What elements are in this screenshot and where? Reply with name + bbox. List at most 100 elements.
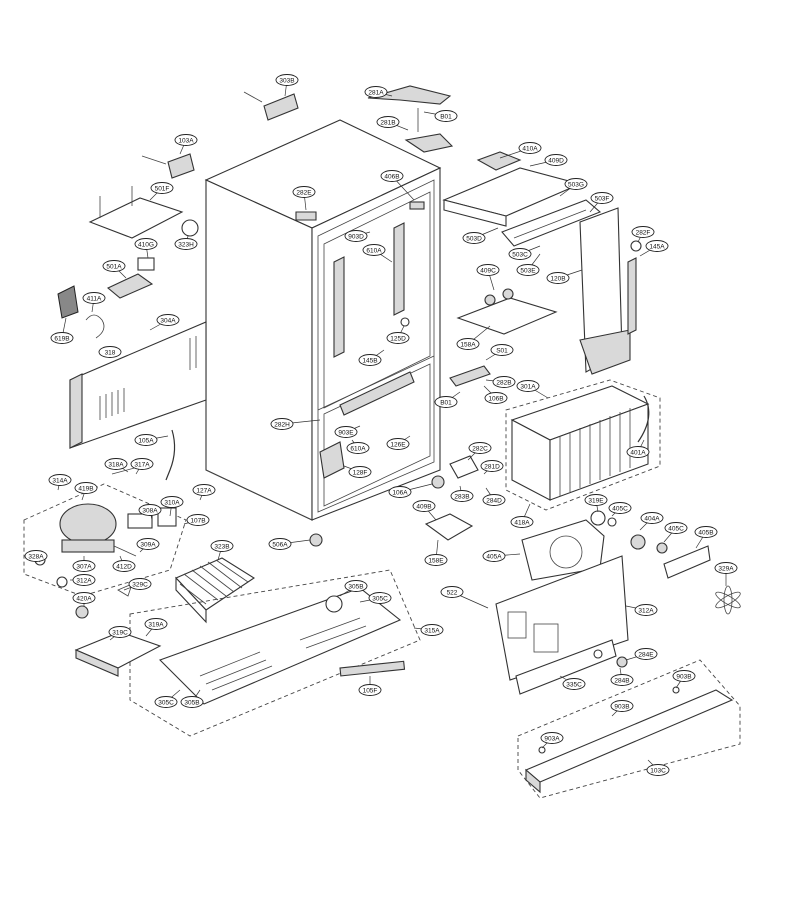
fan-shroud bbox=[309, 455, 741, 695]
part-label: 305B bbox=[180, 689, 204, 708]
part-number: 319E bbox=[588, 497, 604, 504]
part-label: 282F bbox=[631, 226, 655, 243]
part-number: 418A bbox=[514, 519, 530, 526]
label-oval bbox=[420, 624, 444, 636]
part-number: 503F bbox=[595, 195, 610, 202]
label-oval bbox=[672, 670, 696, 682]
part-label: 284E bbox=[625, 648, 658, 661]
label-oval bbox=[434, 396, 458, 408]
part-number: 323B bbox=[214, 543, 229, 550]
label-oval bbox=[72, 574, 96, 586]
part-number: 405A bbox=[486, 553, 502, 560]
part-label: B01 bbox=[423, 110, 458, 122]
evaporator bbox=[449, 365, 661, 511]
label-oval bbox=[540, 732, 564, 744]
part-label: 323B bbox=[210, 540, 234, 561]
part-label: 281A bbox=[364, 86, 393, 98]
part-label: 127A bbox=[192, 484, 216, 501]
part-number: 281A bbox=[368, 89, 384, 96]
part-number: 312A bbox=[76, 577, 92, 584]
part-label: 308A bbox=[138, 504, 162, 521]
part-label: 903E bbox=[334, 425, 361, 438]
part-label: 120B bbox=[546, 269, 583, 284]
part-label: 418A bbox=[510, 503, 534, 528]
part-number: 401A bbox=[630, 449, 646, 456]
label-oval bbox=[510, 516, 534, 528]
label-oval bbox=[714, 562, 738, 574]
part-number: 281B bbox=[380, 119, 395, 126]
label-oval bbox=[645, 240, 669, 252]
part-number: 126E bbox=[390, 441, 406, 448]
part-number: 903B bbox=[614, 703, 629, 710]
label-oval bbox=[424, 554, 448, 566]
part-label: 304A bbox=[149, 314, 180, 331]
part-label: 284B bbox=[610, 667, 634, 686]
part-number: 335C bbox=[566, 681, 582, 688]
part-label: 404A bbox=[639, 512, 664, 531]
part-label: 282C bbox=[467, 442, 492, 461]
part-number: S01 bbox=[496, 347, 508, 354]
part-number: 312A bbox=[638, 607, 654, 614]
part-number: 410A bbox=[522, 145, 538, 152]
part-label: 305C bbox=[154, 689, 181, 708]
part-label: 410G bbox=[134, 238, 158, 259]
part-label: 319A bbox=[144, 618, 168, 637]
part-number: 420A bbox=[76, 595, 92, 602]
control-panel-parts bbox=[442, 151, 642, 375]
part-label: S01 bbox=[485, 344, 514, 361]
part-number: 303B bbox=[279, 77, 294, 84]
part-label: 405B bbox=[694, 526, 718, 549]
part-number: 106B bbox=[488, 395, 503, 402]
part-number: 405C bbox=[668, 525, 684, 532]
part-label: 103C bbox=[646, 759, 670, 776]
part-number: 120B bbox=[550, 275, 565, 282]
compressor-assembly bbox=[23, 465, 187, 597]
label-oval bbox=[174, 238, 198, 250]
part-label: 281B bbox=[376, 116, 409, 131]
part-number: 409D bbox=[548, 157, 564, 164]
label-oval bbox=[516, 264, 540, 276]
label-oval bbox=[72, 560, 96, 572]
part-number: B01 bbox=[440, 113, 452, 120]
part-number: 319A bbox=[148, 621, 164, 628]
label-oval bbox=[640, 512, 664, 524]
part-number: 314A bbox=[52, 477, 68, 484]
part-label: 106A bbox=[388, 483, 433, 498]
part-label: 506A bbox=[268, 538, 311, 550]
part-label: 315A bbox=[413, 624, 444, 636]
part-number: 315A bbox=[424, 627, 440, 634]
part-label: 282E bbox=[292, 186, 316, 211]
part-number: 503C bbox=[512, 251, 528, 258]
label-oval bbox=[362, 244, 386, 256]
label-oval bbox=[268, 538, 292, 550]
part-label: 328A bbox=[24, 550, 48, 563]
label-oval bbox=[546, 272, 570, 284]
part-label: 610A bbox=[346, 439, 370, 454]
part-label: 903B bbox=[610, 700, 634, 717]
label-oval bbox=[631, 226, 655, 238]
part-label: 501F bbox=[149, 182, 174, 201]
label-oval bbox=[584, 494, 608, 506]
label-oval bbox=[388, 486, 412, 498]
label-oval bbox=[130, 458, 154, 470]
part-label: 610A bbox=[362, 244, 393, 263]
label-oval bbox=[610, 700, 634, 712]
part-number: 329A bbox=[718, 565, 734, 572]
part-number: 305B bbox=[184, 699, 199, 706]
label-oval bbox=[480, 460, 504, 472]
label-oval bbox=[634, 648, 658, 660]
part-label: 903A bbox=[540, 732, 564, 749]
part-number: 503D bbox=[466, 235, 482, 242]
part-label: 281D bbox=[480, 460, 504, 475]
label-oval bbox=[174, 134, 198, 146]
part-number: 409B bbox=[416, 503, 431, 510]
label-oval bbox=[508, 248, 532, 260]
part-label: 405A bbox=[482, 550, 521, 562]
label-oval bbox=[156, 314, 180, 326]
part-label: 282B bbox=[485, 376, 516, 388]
part-label: 307A bbox=[72, 556, 96, 572]
part-number: 282B bbox=[496, 379, 511, 386]
label-oval bbox=[376, 116, 400, 128]
label-oval bbox=[564, 178, 588, 190]
